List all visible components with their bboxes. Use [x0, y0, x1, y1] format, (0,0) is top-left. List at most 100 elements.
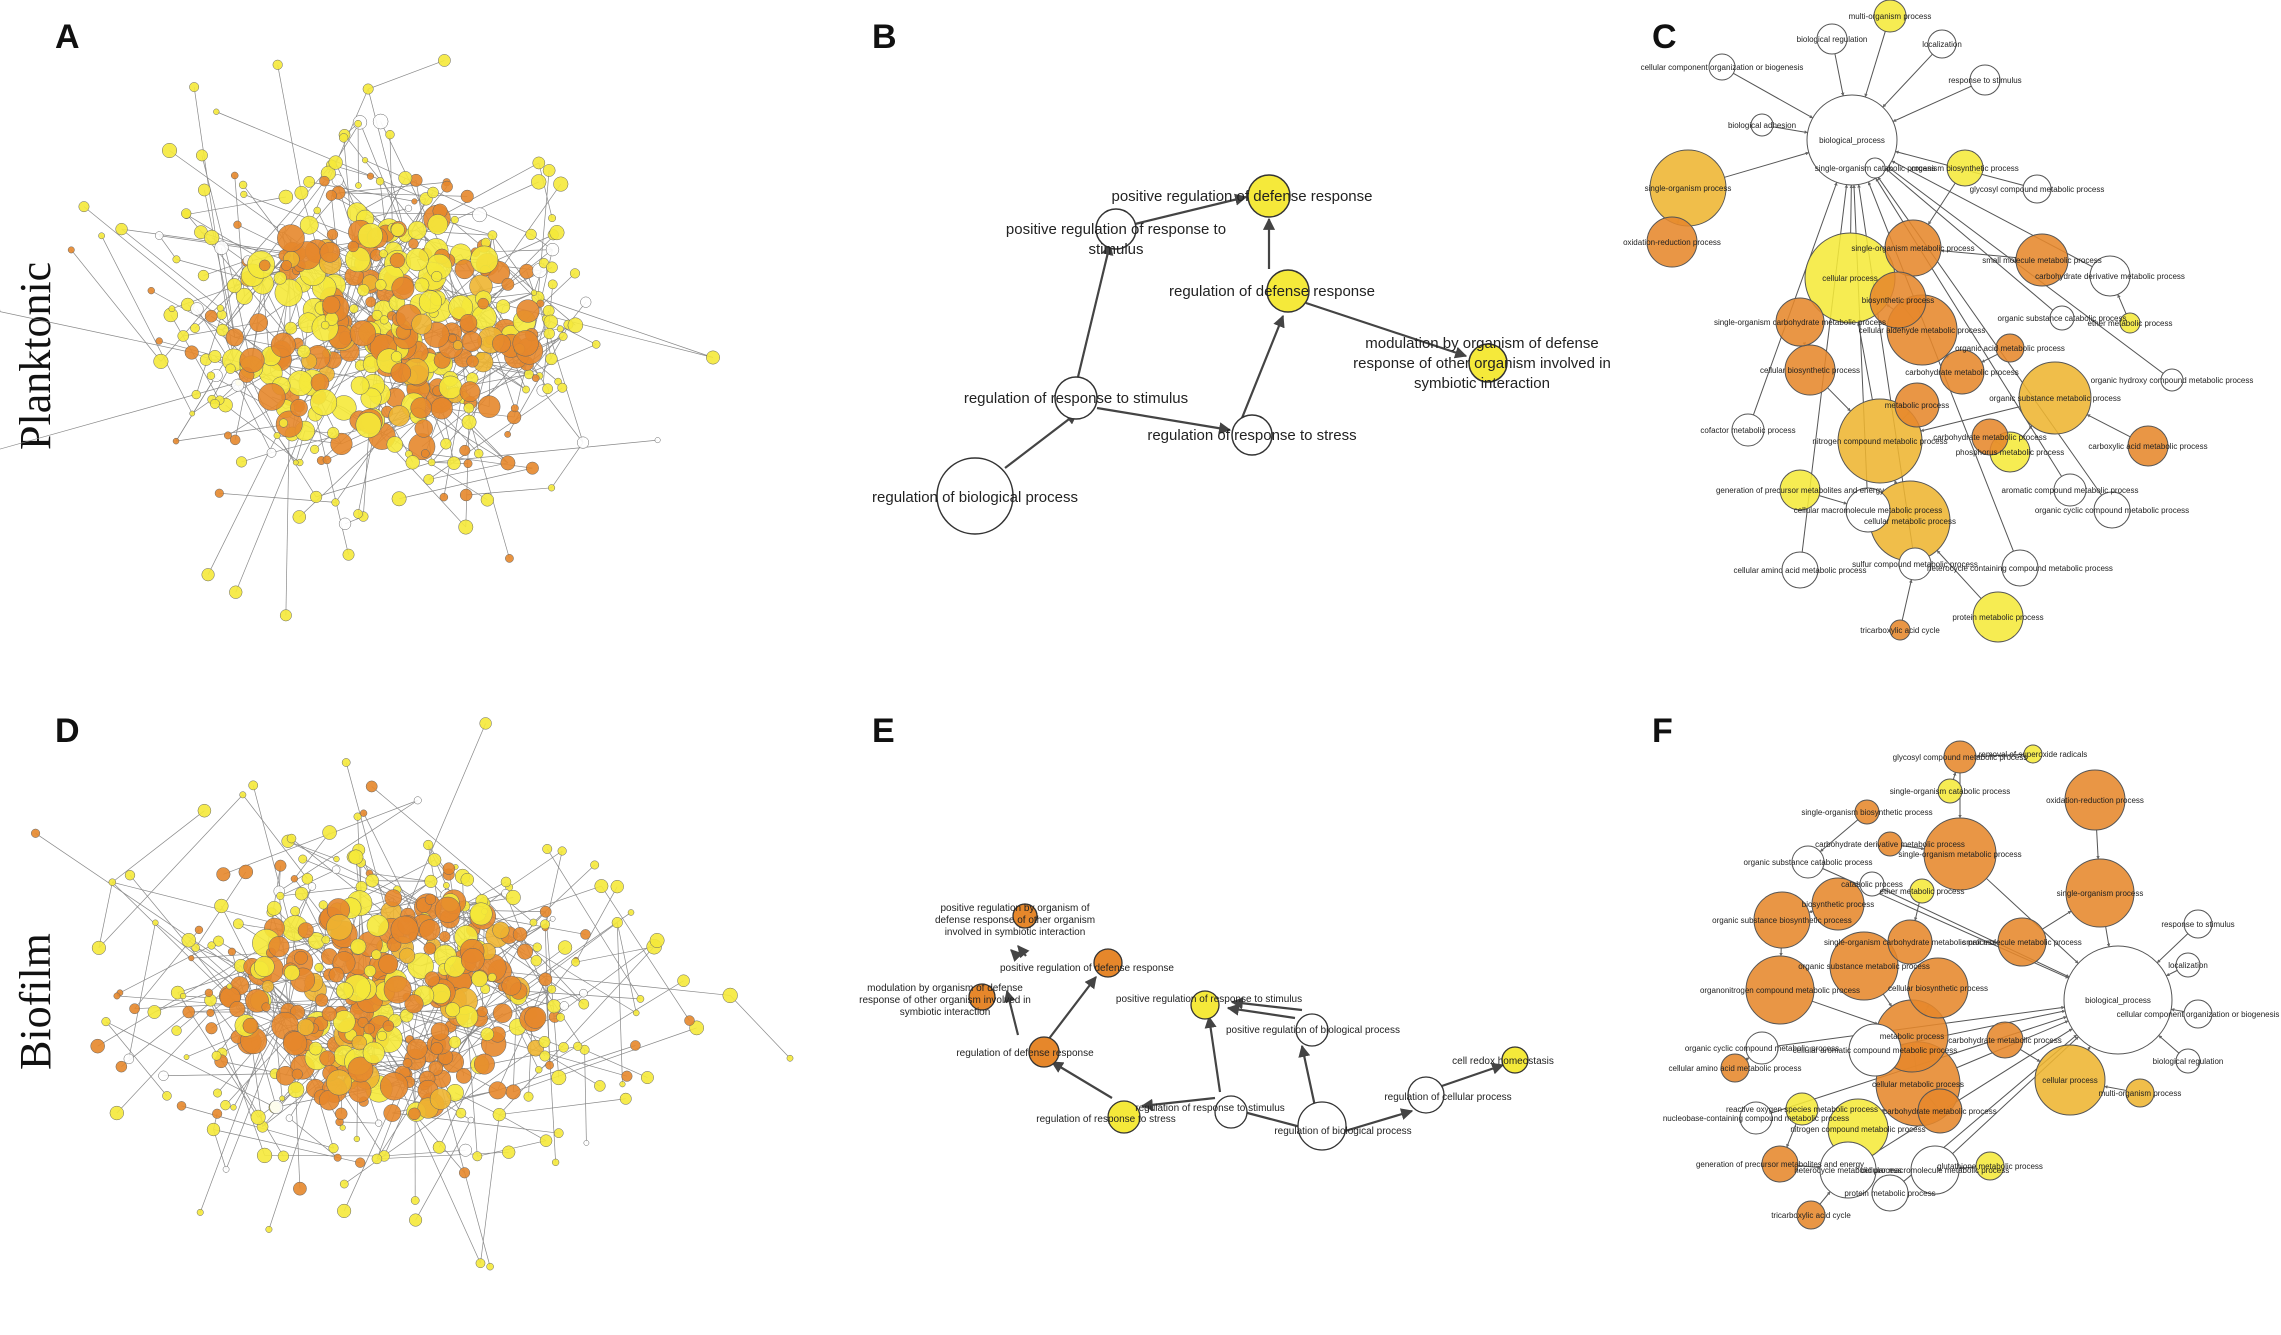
panel-a-node	[213, 108, 220, 115]
panel-f-node	[1909, 878, 1935, 904]
edge-e-13	[1017, 945, 1030, 959]
panel-d-edge	[345, 762, 392, 932]
panel-c-edge	[2022, 425, 2033, 437]
panel-label-a: A	[55, 18, 80, 56]
panel-d-edge	[98, 794, 244, 949]
panel-d-node	[213, 1088, 222, 1098]
panel-a-node	[319, 175, 330, 187]
panel-d-node	[455, 1068, 472, 1084]
panel-d-node	[351, 1035, 367, 1051]
panel-d-node	[364, 964, 377, 978]
panel-d-node	[445, 1002, 461, 1018]
panel-a-node	[322, 295, 341, 314]
panel-c-node	[1894, 382, 1940, 428]
panel-a-node	[273, 432, 281, 439]
panel-f-node	[1917, 1088, 1963, 1134]
panel-f-node	[1910, 1145, 1960, 1195]
panel-a-node	[495, 299, 511, 314]
panel-a-node	[362, 157, 369, 164]
panel-d-node	[90, 1038, 105, 1054]
panel-d-node	[649, 933, 665, 948]
panel-a-node	[328, 155, 343, 170]
panel-a-edge	[0, 311, 192, 353]
panel-d-node	[183, 1054, 190, 1060]
panel-d-node	[253, 956, 275, 977]
panel-a-node	[391, 276, 415, 300]
panel-c-edge	[1901, 579, 1913, 621]
panel-d-node	[213, 935, 224, 947]
panel-f-edge	[2104, 1085, 2127, 1091]
panel-d-node	[101, 1017, 111, 1027]
panel-d-edge	[262, 1071, 334, 1127]
panel-c-edge	[1882, 53, 1933, 108]
panel-f-node-label: organic cyclic compound metabolic proces…	[1685, 1044, 1839, 1053]
panel-a-node	[414, 419, 433, 438]
panel-d-node	[158, 1070, 169, 1081]
panel-d-node	[501, 975, 522, 996]
panel-c-edge	[1936, 550, 1982, 599]
panel-a-node	[235, 287, 253, 305]
panel-c-node-label: cellular macromolecule metabolic process	[1794, 506, 1943, 515]
panel-d-node	[242, 1017, 259, 1034]
panel-f-node-label: removal of superoxide radicals	[1979, 750, 2088, 759]
panel-d-node	[502, 1145, 516, 1159]
panel-a-node	[474, 448, 484, 459]
panel-d-node	[627, 909, 635, 916]
panel-f-node-label: catabolic process	[1841, 880, 1903, 889]
panel-d-node	[347, 1056, 374, 1083]
panel-f-node-label: carbohydrate derivative metabolic proces…	[1815, 840, 1965, 849]
panel-f-node	[1871, 1174, 1909, 1212]
panel-d-node	[207, 941, 216, 950]
panel-a-edge	[175, 423, 290, 442]
panel-a-node	[273, 271, 287, 285]
panel-a-node	[553, 176, 569, 192]
node-b-prdr	[1247, 174, 1291, 218]
panel-f-node-label: nucleobase-containing compound metabolic…	[1663, 1114, 1849, 1123]
panel-a-node	[386, 436, 404, 453]
panel-d-node	[472, 1151, 483, 1162]
panel-c-node-label: organic acid metabolic process	[1955, 344, 2065, 353]
panel-a-node	[278, 418, 289, 428]
panel-a-node	[500, 455, 516, 471]
panel-a-node	[506, 409, 522, 425]
panel-d-node	[423, 942, 437, 955]
panel-a-node	[591, 340, 601, 349]
label-e-mod-2: response of other organism involved in	[859, 995, 1031, 1006]
panel-d-node	[512, 927, 528, 942]
panel-a-node	[543, 314, 558, 329]
panel-d-node	[205, 1022, 218, 1035]
panel-a-node	[371, 309, 383, 321]
panel-a-node	[274, 278, 303, 307]
node-b-rbp	[936, 457, 1014, 535]
panel-a-node	[292, 510, 307, 524]
panel-d-edge	[513, 1027, 697, 1093]
panel-c-node-label: nitrogen compound metabolic process	[1812, 437, 1947, 446]
panel-a-node	[477, 297, 489, 310]
node-e-rrst	[1107, 1100, 1141, 1134]
panel-c-node-label: cellular amino acid metabolic process	[1734, 566, 1867, 575]
panel-f-edge	[2096, 829, 2100, 860]
panel-d-node	[297, 1018, 315, 1036]
panel-a-edge	[538, 162, 553, 219]
panel-d-node	[480, 1027, 495, 1041]
panel-d-node	[220, 1100, 231, 1111]
panel-d-edge	[287, 840, 337, 860]
panel-c-node-label: heterocycle containing compound metaboli…	[1927, 564, 2113, 573]
panel-f-node	[1829, 931, 1899, 1001]
panel-a-node	[542, 164, 556, 177]
panel-d-node	[492, 1003, 513, 1023]
panel-d-node	[621, 1070, 633, 1082]
panel-a-node	[548, 484, 556, 492]
panel-a-node	[190, 302, 204, 316]
panel-d-node	[460, 872, 475, 887]
panel-f-node	[1859, 871, 1885, 897]
panel-c-node-label: aromatic compound metabolic process	[2002, 486, 2139, 495]
panel-f-node	[1753, 891, 1811, 949]
panel-a-edge	[431, 439, 658, 463]
panel-d-node	[473, 1053, 495, 1075]
panel-d-node	[197, 803, 212, 818]
panel-d-node	[551, 1158, 560, 1167]
panel-f-node-label: protein metabolic process	[1844, 1189, 1935, 1198]
panel-d-node	[274, 859, 287, 872]
panel-d-node	[341, 758, 351, 767]
